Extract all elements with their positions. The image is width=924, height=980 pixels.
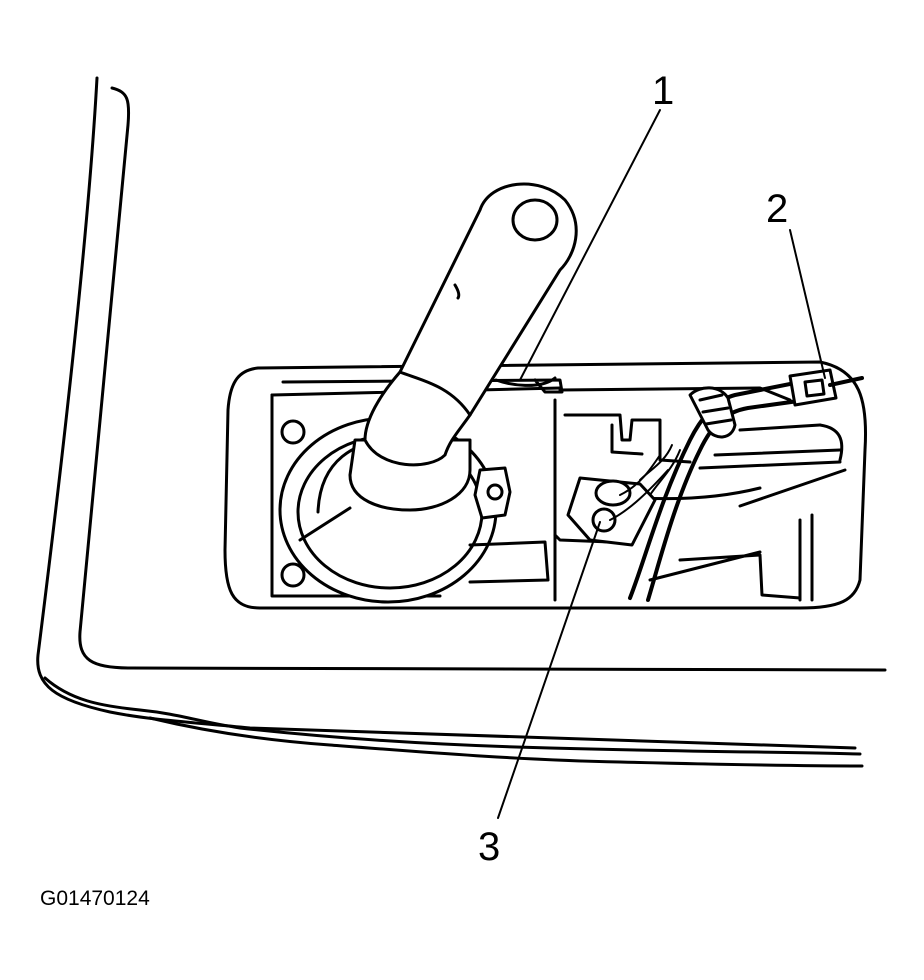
- callout-2: 2: [766, 187, 788, 231]
- lever-pivot-hole: [511, 198, 559, 242]
- mounting-hole-upper: [280, 419, 306, 445]
- leader-line-1: [519, 109, 661, 381]
- leader-line-2: [789, 229, 826, 379]
- leader-lines: [497, 109, 826, 819]
- mounting-holes: [280, 419, 306, 588]
- mounting-hole-lower: [280, 562, 306, 588]
- figure-id: G01470124: [40, 887, 150, 910]
- retaining-nut: [468, 466, 550, 584]
- leader-line-3: [497, 521, 601, 819]
- pan-outline: [36, 76, 887, 768]
- harness-clip: [788, 368, 838, 407]
- callout-3: 3: [478, 825, 500, 869]
- selector-lever: [348, 182, 578, 512]
- callout-1: 1: [652, 69, 674, 113]
- wiring-harness: [628, 368, 864, 602]
